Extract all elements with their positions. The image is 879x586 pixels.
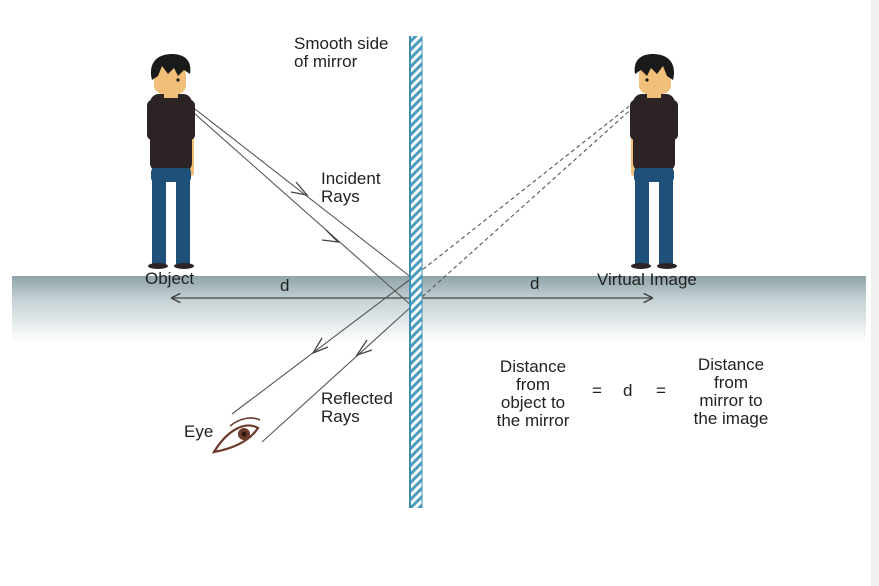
equation-left-term: Distance from object to the mirror: [478, 358, 588, 430]
reflected-rays-label: Reflected Rays: [321, 390, 393, 426]
object-label: Object: [145, 269, 195, 288]
reflected-ray-2-arrowhead: [355, 339, 373, 357]
mirror-side-label-line2: of mirror: [294, 52, 358, 71]
distance-label-left: d: [280, 276, 290, 295]
equals-sign-2: =: [656, 381, 666, 400]
equation-right-term: Distance from mirror to the image: [676, 356, 786, 428]
incident-ray-2-arrowhead: [321, 229, 340, 243]
incident-ray-1: [185, 101, 413, 279]
mirror-side-label: Smooth side of mirror: [294, 35, 389, 71]
reflected-rays-label-line1: Reflected: [321, 389, 393, 408]
object-person: [147, 54, 195, 269]
incident-rays-label: Incident Rays: [321, 170, 381, 206]
eye-label: Eye: [184, 422, 214, 441]
virtual-image-person: [630, 54, 678, 269]
virtual-ray-1: [411, 99, 638, 279]
reflected-rays-label-line2: Rays: [321, 407, 360, 426]
mirror: [409, 36, 423, 508]
eye-icon: [211, 417, 261, 454]
reflected-ray-1-arrowhead: [311, 337, 329, 355]
virtual-ray-2: [411, 103, 638, 307]
mirror-side-label-line1: Smooth side: [294, 34, 389, 53]
incident-ray-2: [185, 105, 413, 307]
virtual-image-label: Virtual Image: [597, 270, 697, 289]
equation-right-line: Distance: [697, 355, 765, 374]
equation-left-line: the mirror: [496, 411, 570, 430]
equation-right-line: from: [714, 373, 748, 392]
reflected-ray-1: [231, 277, 413, 415]
equation-right-line: the image: [693, 409, 769, 428]
equation-middle-d: d: [623, 381, 633, 400]
ground: [12, 276, 866, 342]
reflected-ray-2: [261, 305, 413, 443]
equation-right-line: mirror to: [699, 391, 763, 410]
equation-left-line: from: [516, 375, 550, 394]
equation-left-line: object to: [500, 393, 566, 412]
incident-rays-label-line2: Rays: [321, 187, 360, 206]
distance-label-right: d: [530, 274, 540, 293]
equals-sign-1: =: [592, 381, 602, 400]
right-edge-strip: [871, 0, 879, 586]
equation-left-line: Distance: [499, 357, 567, 376]
incident-rays-label-line1: Incident: [321, 169, 381, 188]
incident-ray-1-arrowhead: [290, 181, 309, 196]
